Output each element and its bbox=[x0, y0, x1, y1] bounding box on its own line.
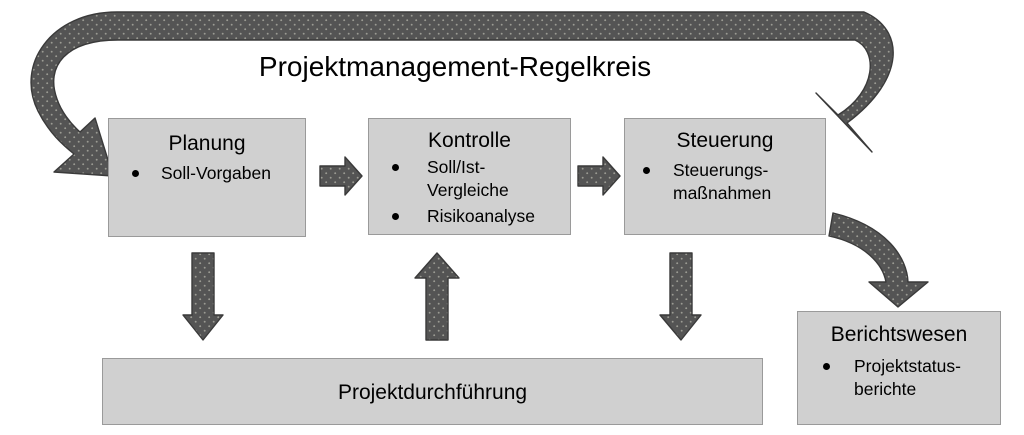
node-steuerung[interactable]: Steuerung Steuerungs-maßnahmen bbox=[624, 118, 826, 235]
bullet-label: Soll/Ist-Vergleiche bbox=[427, 157, 509, 200]
node-kontrolle[interactable]: Kontrolle Soll/Ist-Vergleiche Risikoanal… bbox=[368, 118, 571, 235]
bullet-label: Soll-Vorgaben bbox=[161, 163, 271, 183]
connector-steuerung-to-berichtswesen-icon bbox=[828, 212, 929, 308]
list-item: Soll-Vorgaben bbox=[109, 162, 305, 185]
node-planung-bullets: Soll-Vorgaben bbox=[109, 162, 305, 185]
node-berichtswesen-bullets: Projektstatus-berichte bbox=[798, 355, 1000, 401]
connector-feedback-loop-icon bbox=[30, 11, 894, 177]
connector-planung-to-kontrolle-icon bbox=[319, 156, 363, 196]
node-steuerung-title: Steuerung bbox=[676, 129, 774, 152]
node-planung-title: Planung bbox=[168, 132, 246, 155]
bullet-label: Risikoanalyse bbox=[427, 206, 535, 226]
bullet-label: Steuerungs-maßnahmen bbox=[673, 160, 772, 203]
list-item: Soll/Ist-Vergleiche bbox=[369, 156, 570, 202]
bullet-label: Projektstatus-berichte bbox=[854, 356, 961, 399]
bullet-dot-icon bbox=[392, 213, 399, 220]
list-item: Projektstatus-berichte bbox=[798, 355, 1000, 401]
node-kontrolle-title: Kontrolle bbox=[428, 129, 511, 152]
bullet-dot-icon bbox=[643, 167, 650, 174]
connector-planung-to-durchfuehrung-icon bbox=[182, 252, 224, 341]
node-steuerung-bullets: Steuerungs-maßnahmen bbox=[625, 159, 825, 205]
node-berichtswesen[interactable]: Berichtswesen Projektstatus-berichte bbox=[797, 311, 1001, 425]
connector-kontrolle-to-steuerung-icon bbox=[577, 156, 621, 196]
bullet-dot-icon bbox=[392, 164, 399, 171]
diagram-title: Projektmanagement-Regelkreis bbox=[258, 51, 652, 82]
node-projektdurchfuehrung-title: Projektdurchführung bbox=[337, 381, 528, 404]
bullet-dot-icon bbox=[823, 363, 830, 370]
bullet-dot-icon bbox=[132, 170, 139, 177]
node-planung[interactable]: Planung Soll-Vorgaben bbox=[108, 118, 306, 237]
connector-steuerung-to-durchfuehrung-icon bbox=[659, 252, 702, 341]
connector-durchfuehrung-to-kontrolle-icon bbox=[414, 252, 460, 341]
node-kontrolle-bullets: Soll/Ist-Vergleiche Risikoanalyse bbox=[369, 156, 570, 228]
list-item: Steuerungs-maßnahmen bbox=[625, 159, 825, 205]
node-projektdurchfuehrung[interactable]: Projektdurchführung bbox=[102, 358, 763, 425]
node-berichtswesen-title: Berichtswesen bbox=[830, 323, 968, 346]
list-item: Risikoanalyse bbox=[369, 205, 570, 228]
